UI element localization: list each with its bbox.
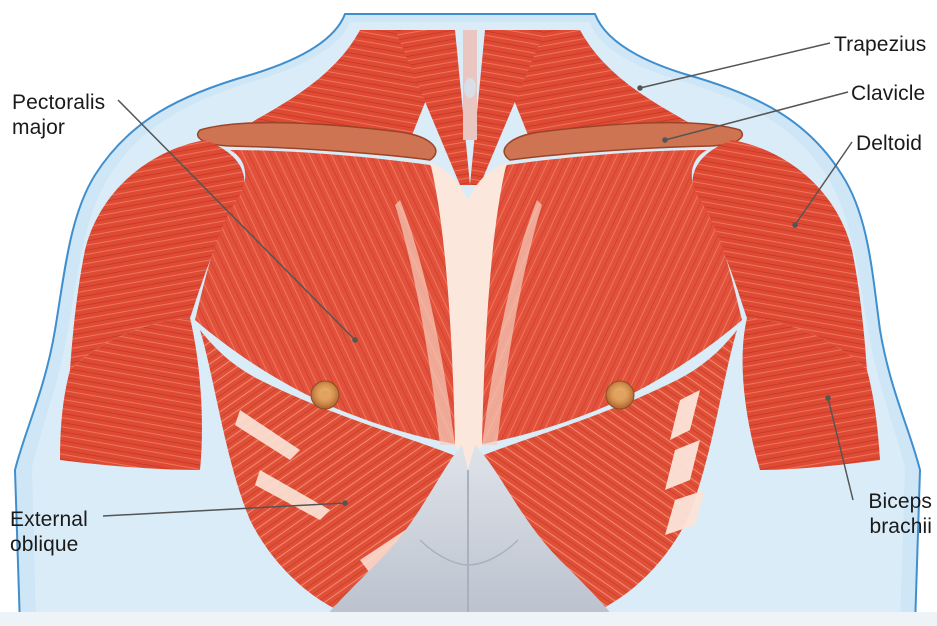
- label-deltoid-text: Deltoid: [856, 131, 922, 156]
- label-trapezius: Trapezius: [834, 32, 926, 57]
- label-deltoid: Deltoid: [856, 131, 922, 156]
- label-external-oblique: External oblique: [10, 507, 88, 557]
- label-external-oblique-line2: oblique: [10, 532, 88, 557]
- label-biceps-line1: Biceps: [868, 489, 932, 514]
- label-clavicle: Clavicle: [851, 81, 925, 106]
- label-biceps-brachii: Biceps brachii: [868, 489, 932, 539]
- label-external-oblique-line1: External: [10, 507, 88, 532]
- label-trapezius-text: Trapezius: [834, 32, 926, 57]
- label-pectoralis-line2: major: [12, 115, 105, 140]
- label-biceps-line2: brachii: [868, 514, 932, 539]
- label-clavicle-text: Clavicle: [851, 81, 925, 106]
- label-pectoralis-major: Pectoralis major: [12, 90, 105, 140]
- leader-trapezius: [640, 43, 830, 88]
- label-pectoralis-line1: Pectoralis: [12, 90, 105, 115]
